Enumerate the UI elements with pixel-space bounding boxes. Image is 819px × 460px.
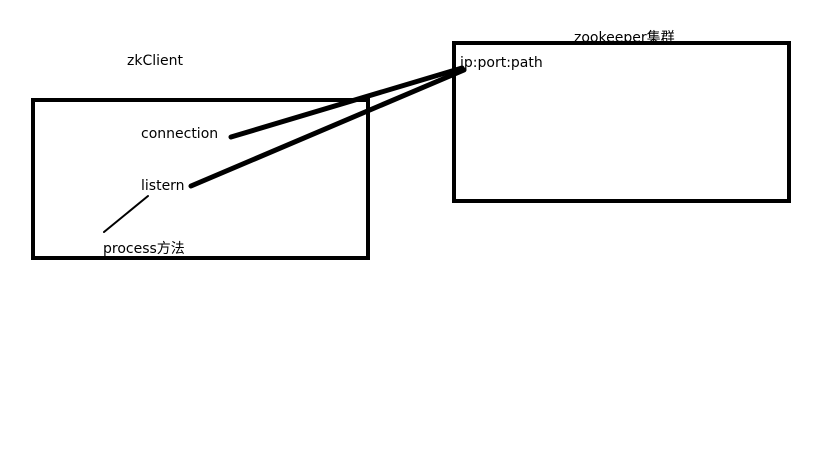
zookeeper-cluster-box [452,41,791,203]
connection-label: connection [141,126,219,142]
zkclient-title: zkClient [127,53,183,69]
listern-to-cluster-line [188,67,467,189]
zkclient-box [31,98,370,260]
connection-to-cluster-line [228,65,465,140]
zookeeper-cluster-title: zookeeper集群 [574,30,675,46]
listern-to-process-line [103,195,149,233]
process-method-label: process方法 [103,241,185,257]
address-label: ip:port:path [460,55,543,71]
listern-label: listern [141,178,185,194]
